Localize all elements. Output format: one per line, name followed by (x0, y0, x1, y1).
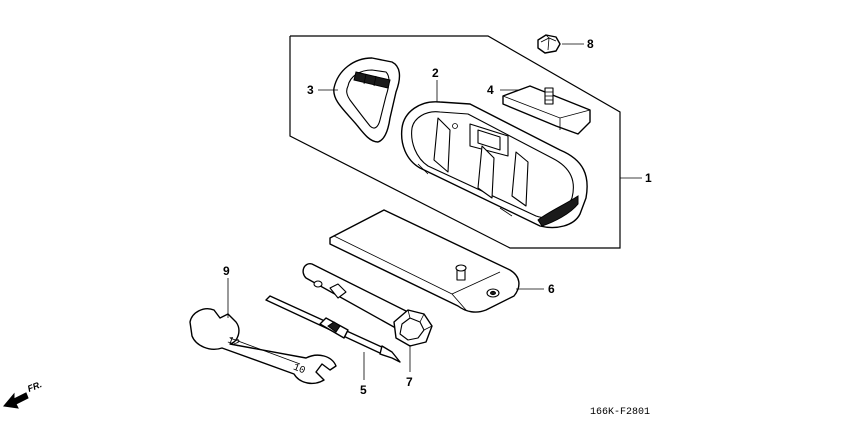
callout-5: 5 (360, 383, 367, 397)
tool-bag-part (400, 101, 588, 229)
wrench-marking-10: 10 (291, 362, 306, 377)
tool-roll-part (329, 209, 520, 313)
callout-2: 2 (432, 66, 439, 80)
wrench-marking-12: 12 (226, 336, 241, 351)
front-direction-label: FR. (26, 379, 43, 394)
callout-7: 7 (406, 375, 413, 389)
callout-9: 9 (223, 264, 230, 278)
open-end-wrench-part: 12 10 (189, 308, 337, 385)
front-arrow-icon (3, 392, 29, 409)
front-direction-indicator: FR. (3, 379, 43, 409)
wrench-size-10-label: 10 (291, 362, 306, 377)
callout-4: 4 (487, 83, 494, 97)
callout-6: 6 (548, 282, 555, 296)
callout-8: 8 (587, 37, 594, 51)
box-spanner-part (302, 263, 433, 347)
screwdriver-part (265, 295, 401, 363)
assembly-frame (289, 35, 621, 249)
callouts: 8 2 3 4 1 6 7 5 9 (223, 37, 652, 397)
nut-part (537, 34, 561, 54)
callout-3: 3 (307, 83, 314, 97)
strap-part (333, 57, 401, 143)
drawing-code: 166K-F2801 (590, 407, 650, 418)
bracket-plate-part (502, 85, 591, 135)
wrench-size-12-label: 12 (226, 336, 241, 351)
callout-1: 1 (645, 171, 652, 185)
leader-lines (227, 43, 642, 380)
